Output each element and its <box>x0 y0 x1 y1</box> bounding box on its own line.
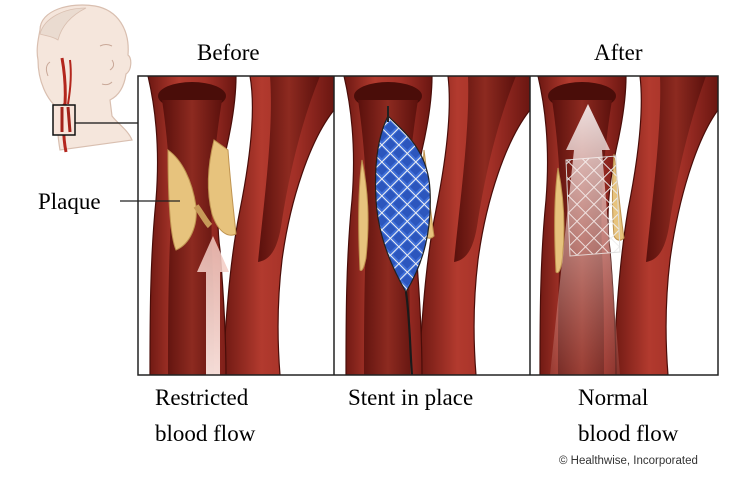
caption-stent: Stent in place <box>348 385 474 410</box>
panel-frame <box>137 75 719 376</box>
label-before: Before <box>197 40 260 65</box>
head-neck-illustration <box>36 4 138 153</box>
flow-arrow <box>550 104 620 375</box>
panel-restricted <box>138 76 334 375</box>
label-after: After <box>594 40 643 65</box>
caption-restricted-line2: blood flow <box>155 421 256 446</box>
panel-stent <box>334 76 530 375</box>
zoom-box <box>52 104 76 136</box>
caption-restricted-line1: Restricted <box>155 385 249 410</box>
caption-normal-line1: Normal <box>578 385 649 410</box>
copyright-notice: © Healthwise, Incorporated <box>559 455 698 467</box>
caption-normal-line2: blood flow <box>578 421 679 446</box>
label-plaque: Plaque <box>38 189 101 214</box>
stent-balloon <box>374 114 431 294</box>
catheter-wire <box>404 291 414 375</box>
panel-normal <box>530 76 718 375</box>
